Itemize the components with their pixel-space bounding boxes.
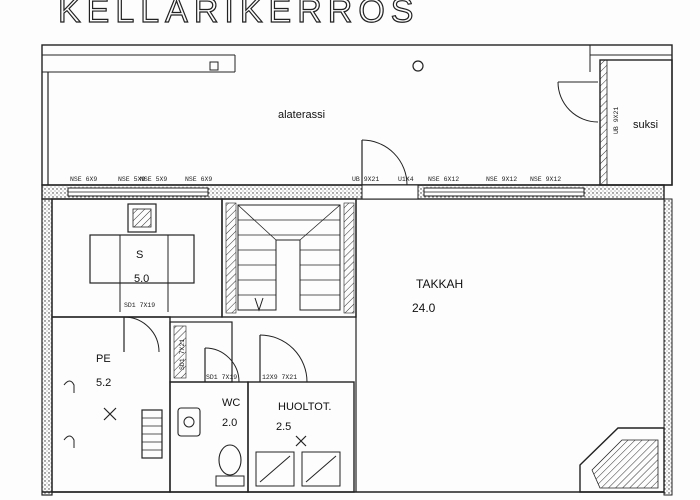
toilet-tank — [215, 475, 245, 487]
fireplace-code: TAKKAH — [416, 277, 463, 291]
sauna-door-code: SD1 7X19 — [124, 302, 155, 309]
wc-code: WC — [222, 397, 240, 409]
storage-door-swing — [557, 81, 599, 123]
fireplace-icon — [579, 427, 665, 493]
storage-label: suksi — [633, 119, 658, 131]
utility-door-code: 12X9 7X21 — [262, 374, 297, 381]
sauna-area: 5.0 — [134, 273, 149, 285]
sink-icon — [177, 407, 201, 437]
window-code: NSE 5X9 — [140, 176, 167, 183]
window-code: U1X4 — [398, 176, 414, 183]
staircase — [221, 198, 357, 318]
window-code: NSE 9X12 — [530, 176, 561, 183]
window-code: UB 9X21 — [352, 176, 379, 183]
window-code: NSE 6X9 — [70, 176, 97, 183]
washroom-area: 5.2 — [96, 377, 111, 389]
fireplace-room — [355, 199, 665, 493]
sauna-code: S — [136, 249, 143, 261]
ceiling-light-icon — [103, 407, 117, 421]
water-heater-icon — [255, 451, 295, 487]
utility-room — [247, 381, 355, 493]
utility-door — [259, 334, 308, 383]
boiler-icon — [301, 451, 341, 487]
sauna-door — [123, 316, 160, 353]
utility-area: 2.5 — [276, 421, 291, 433]
washroom-room — [51, 316, 171, 493]
washroom-code: PE — [96, 353, 111, 365]
hall-door-code: SD1 7X21 — [179, 339, 186, 370]
window-code: NSE 5X9 — [118, 176, 145, 183]
sauna-stove-icon — [127, 203, 157, 233]
ceiling-light-icon — [295, 435, 307, 447]
side-door-code: UB 9X21 — [613, 107, 620, 134]
utility-code: HUOLTOT. — [278, 401, 331, 413]
terrace-area — [41, 44, 673, 186]
toilet-icon — [218, 444, 242, 476]
light-fixture-icon — [412, 60, 424, 72]
shower-head-icon — [63, 380, 75, 393]
window-code: NSE 9X12 — [486, 176, 517, 183]
stair-arrow-icon — [254, 297, 264, 312]
window-codes: NSE 6X9 NSE 5X9 NSE 5X9 NSE 6X9 UB 9X21 … — [70, 176, 561, 183]
window-code: NSE 6X12 — [428, 176, 459, 183]
exterior-wall-north — [41, 184, 665, 200]
plan-title: KELLARIKERROS — [58, 0, 419, 30]
hallway — [169, 321, 233, 383]
shower-head-icon — [63, 435, 75, 448]
exterior-wall-west — [41, 198, 53, 496]
sauna-bench — [89, 234, 195, 284]
terrace-label: alaterassi — [278, 109, 325, 121]
terrace-door — [361, 139, 408, 186]
fireplace-area: 24.0 — [412, 301, 436, 315]
wc-door — [204, 347, 240, 383]
window-code: NSE 6X9 — [185, 176, 212, 183]
wc-door-code: SD1 7X19 — [206, 374, 237, 381]
exterior-wall-east — [663, 198, 673, 496]
wc-area: 2.0 — [222, 417, 237, 429]
